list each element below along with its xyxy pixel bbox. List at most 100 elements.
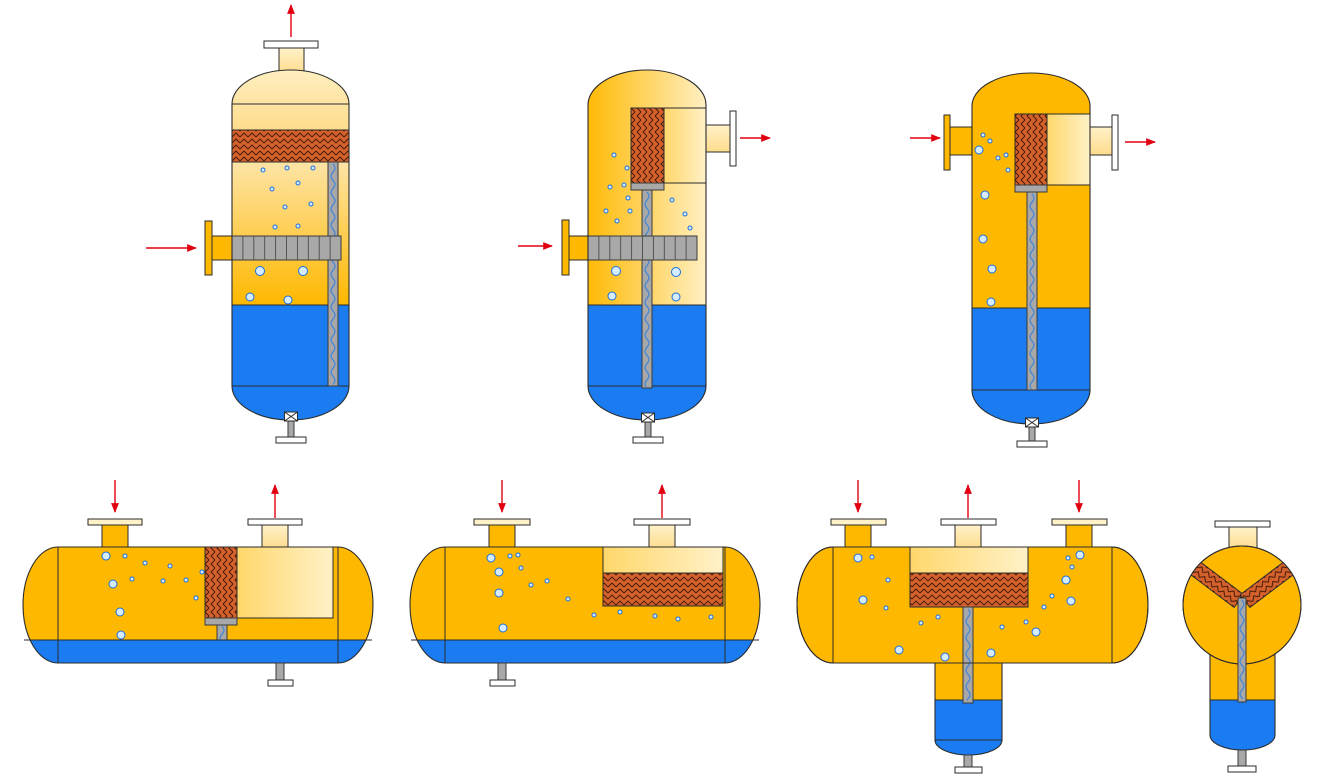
bubble xyxy=(894,645,904,655)
bubble xyxy=(528,582,534,588)
outlet-pipe xyxy=(1087,126,1113,156)
bubble xyxy=(675,616,681,622)
bubbles xyxy=(245,165,316,305)
drain xyxy=(275,411,307,444)
bubble xyxy=(624,165,630,171)
vessel-shell xyxy=(231,69,350,421)
inlet-neck xyxy=(844,524,872,550)
valve-icon xyxy=(284,411,298,422)
drain xyxy=(267,662,294,687)
bubble xyxy=(272,224,278,230)
downcomer-liquid xyxy=(219,625,225,640)
mesh-pad xyxy=(909,572,1029,608)
mesh-pad xyxy=(231,129,350,163)
bubble xyxy=(255,266,265,276)
bubble xyxy=(1005,167,1011,173)
bubble xyxy=(494,567,504,577)
bubble xyxy=(1066,596,1076,606)
mesh-pad xyxy=(1014,113,1048,186)
gas-head-zone xyxy=(232,70,349,130)
downcomer-pipe xyxy=(327,161,339,387)
bubble xyxy=(935,614,941,620)
liquid-zone xyxy=(935,700,1002,756)
inlet-flange xyxy=(204,220,213,276)
bubble xyxy=(283,295,293,305)
downcomer-liquid xyxy=(330,163,336,385)
downcomer-liquid xyxy=(965,608,971,701)
inlet-pipe xyxy=(568,235,591,261)
bubble xyxy=(708,614,714,620)
vessel-shell xyxy=(796,546,1149,664)
bubble xyxy=(858,595,868,605)
inlet-flange xyxy=(1051,518,1108,526)
mesh-support xyxy=(1014,184,1048,193)
vessel-vertical-3 xyxy=(910,72,1156,448)
inlet-pipe xyxy=(211,235,235,261)
bubble xyxy=(885,577,891,583)
outlet-flange xyxy=(263,40,319,49)
bubble xyxy=(940,652,950,662)
outlet-pipe xyxy=(703,124,731,153)
bubble xyxy=(565,596,571,602)
liquid-trickle xyxy=(965,608,971,701)
downcomer-pipe xyxy=(641,189,653,389)
bubble xyxy=(282,204,288,210)
bubble xyxy=(621,182,627,188)
bubble xyxy=(687,225,693,231)
drain-stem xyxy=(1237,749,1247,767)
bubble xyxy=(167,563,173,569)
outlet-flange xyxy=(247,518,303,526)
mesh-pad xyxy=(204,546,238,619)
bubble xyxy=(607,291,617,301)
bubble xyxy=(671,292,681,302)
bubble xyxy=(498,623,508,633)
mesh-pads xyxy=(1185,557,1299,609)
bubble xyxy=(987,138,993,144)
outlet-neck xyxy=(648,524,676,550)
bubble xyxy=(199,569,205,575)
mesh-support xyxy=(630,182,665,191)
bubble xyxy=(129,576,135,582)
drain xyxy=(1227,749,1257,773)
outlet-chamber xyxy=(236,546,334,619)
liquid-trickle xyxy=(1239,599,1245,700)
bubble xyxy=(987,264,997,274)
bubble xyxy=(652,613,658,619)
drain-stem xyxy=(275,662,285,681)
bubble xyxy=(611,152,617,158)
valve-icon xyxy=(641,412,655,423)
outlet-chamber xyxy=(909,546,1029,574)
bubble xyxy=(671,267,681,277)
inlet-neck xyxy=(1065,524,1093,550)
bubble xyxy=(308,201,314,207)
bubbles xyxy=(603,152,693,302)
vessel-horizontal-2 xyxy=(409,480,761,687)
bubble xyxy=(1069,564,1075,570)
drain-flange xyxy=(954,766,983,774)
bubbles xyxy=(974,132,1011,307)
outlet-flange xyxy=(1111,114,1119,171)
drain-flange xyxy=(1227,765,1257,773)
bubble xyxy=(160,578,166,584)
bubble xyxy=(269,186,275,192)
drain-stem xyxy=(963,754,973,768)
drain-stem xyxy=(644,420,652,438)
bubble xyxy=(999,624,1005,630)
bubble xyxy=(518,565,524,571)
vessel-vertical-2 xyxy=(518,69,771,444)
bubble xyxy=(142,560,148,566)
bubble xyxy=(614,218,620,224)
bubble xyxy=(995,155,1001,161)
liquid-trickle xyxy=(644,191,650,388)
bubble xyxy=(669,197,675,203)
downcomer-liquid xyxy=(1239,599,1245,700)
inlet-pipe xyxy=(949,126,975,156)
bubble xyxy=(980,132,986,138)
bubble xyxy=(115,607,125,617)
drain xyxy=(632,412,664,444)
bubble xyxy=(295,180,301,186)
outlet-flange xyxy=(729,110,737,167)
bubble xyxy=(1065,555,1071,561)
bubble xyxy=(1041,604,1047,610)
